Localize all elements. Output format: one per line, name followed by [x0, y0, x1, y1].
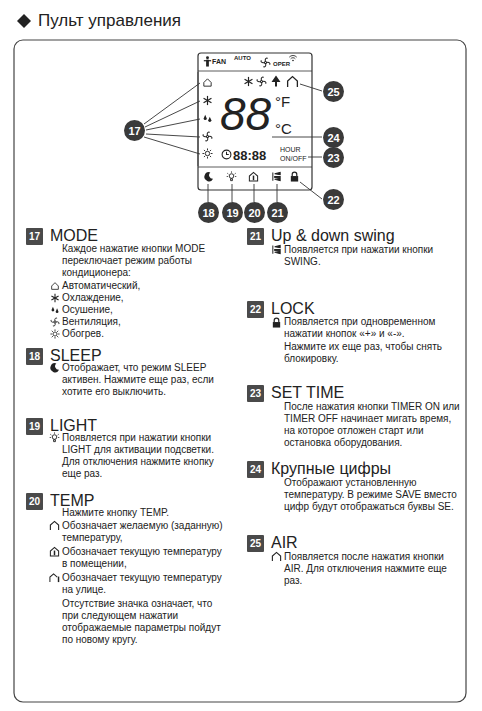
- section-number-badge: 24: [247, 461, 264, 478]
- number-text: 20: [29, 496, 40, 507]
- display-text: AUTO: [234, 55, 251, 62]
- number-text: 21: [271, 207, 283, 219]
- section-text: Нажмите их еще раз, чтобы снять блокиров…: [284, 341, 462, 365]
- leader-lines: [144, 83, 322, 202]
- section-heading: Up & down swing: [271, 226, 395, 245]
- callout-number: 24: [323, 127, 344, 148]
- mode-item: Обогрев.: [62, 328, 104, 340]
- callout-number: 18: [198, 202, 219, 223]
- section-heading: Крупные цифры: [271, 459, 391, 478]
- section-text: Отсутствие значка означает, что при след…: [62, 598, 227, 646]
- section-heading: MODE: [50, 226, 98, 245]
- number-text: 19: [29, 421, 40, 432]
- number-text: 24: [250, 464, 261, 475]
- title-diamond: [17, 14, 31, 28]
- section-heading: SET TIME: [271, 383, 344, 402]
- section-text: Появляется при нажатии кнопки LIGHT для …: [62, 432, 234, 480]
- number-text: 25: [327, 86, 339, 98]
- number-text: 20: [248, 207, 260, 219]
- display-text: FAN: [212, 58, 226, 66]
- display-digits: 88:88: [233, 148, 266, 164]
- callout-number: 23: [323, 147, 344, 168]
- number-text: 17: [128, 125, 140, 137]
- section-text: Отображают установленную температуру. В …: [284, 477, 462, 513]
- page-title: Пульт управления: [38, 11, 181, 31]
- number-text: 19: [226, 207, 238, 219]
- section-number-badge: 21: [247, 228, 264, 245]
- number-text: 22: [250, 304, 261, 315]
- section-number-badge: 22: [247, 301, 264, 318]
- mode-item: Автоматический,: [62, 280, 140, 292]
- number-text: 18: [202, 207, 214, 219]
- section-text: Появляется при нажатии кнопки SWING.: [284, 244, 462, 268]
- section-text: Каждое нажатие кнопки MODE переключает р…: [62, 243, 234, 279]
- section-number-badge: 17: [26, 228, 43, 245]
- number-text: 22: [327, 194, 339, 206]
- section-text: Обозначает желаемую (заданную) температу…: [62, 520, 227, 544]
- callout-number: 20: [244, 202, 265, 223]
- section-number-badge: 20: [26, 493, 43, 510]
- section-heading: AIR: [271, 533, 298, 552]
- mode-item: Осушение,: [62, 304, 113, 316]
- section-text: Появляется при одновременном нажатии кно…: [284, 316, 462, 340]
- number-text: 18: [29, 351, 40, 362]
- callout-number: 22: [323, 189, 344, 210]
- mode-item: Вентиляция,: [62, 316, 121, 328]
- display-digits: 88: [220, 91, 271, 137]
- section-text: Отображает, что режим SLEEP активен. Наж…: [62, 362, 234, 398]
- number-text: 23: [327, 152, 339, 164]
- section-text: Обозначает текущую температуру в помещен…: [62, 546, 227, 570]
- section-text: Нажмите кнопку TEMP.: [62, 507, 169, 519]
- section-number-badge: 23: [247, 385, 264, 402]
- section-number-badge: 19: [26, 418, 43, 435]
- number-text: 17: [29, 231, 40, 242]
- callout-number: 25: [323, 81, 344, 102]
- number-text: 21: [250, 231, 261, 242]
- lcd-outline: [198, 53, 312, 190]
- section-text: После нажатия кнопки TIMER ON или TIMER …: [284, 401, 462, 449]
- callout-number: 21: [267, 202, 288, 223]
- callout-number: 19: [222, 202, 243, 223]
- page-frame: [14, 40, 466, 702]
- number-text: 24: [327, 132, 339, 144]
- display-text: °C: [275, 120, 292, 138]
- display-text: HOUR: [280, 146, 301, 154]
- number-text: 23: [250, 388, 261, 399]
- section-text: Обозначает текущую температуру на улице.: [62, 572, 227, 596]
- section-text: Появляется после нажатия кнопки AIR. Для…: [284, 551, 462, 587]
- display-text: ON/OFF: [280, 155, 306, 163]
- display-text: °F: [275, 93, 290, 111]
- display-text: OPER: [273, 61, 290, 68]
- number-text: 25: [250, 538, 261, 549]
- section-heading: LOCK: [271, 299, 315, 318]
- section-number-badge: 25: [247, 535, 264, 552]
- mode-item: Охлаждение,: [62, 292, 124, 304]
- callout-number: 17: [124, 120, 145, 141]
- section-number-badge: 18: [26, 348, 43, 365]
